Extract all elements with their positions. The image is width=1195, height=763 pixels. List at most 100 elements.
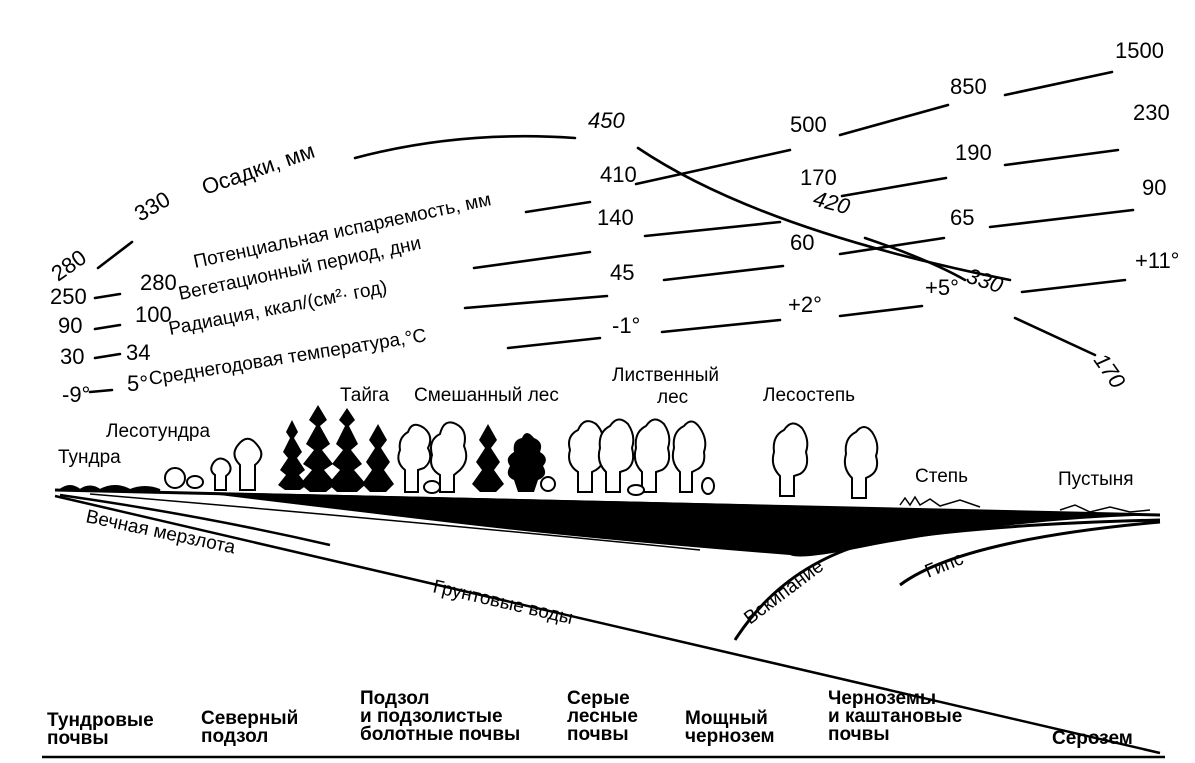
evaporation-line [634, 148, 792, 186]
permafrost-label: Вечная мерзлота [84, 506, 238, 558]
deciduous-tree-icon [843, 426, 879, 499]
evaporation-value: 280 [140, 270, 177, 295]
zone-taiga: Тайга [340, 385, 389, 406]
vegetation-line [840, 176, 948, 198]
soil-tundra: Тундровые почвы [47, 710, 154, 749]
groundwater-label: Грунтовые воды [431, 576, 575, 629]
zone-forest-steppe: Лесостепь [763, 385, 855, 406]
precipitation-line [353, 134, 577, 160]
temperature-line [506, 336, 602, 350]
parameter-lines [88, 70, 1135, 394]
vegetation [57, 405, 1151, 513]
zone-forest-tundra: Лесотундра [106, 421, 210, 442]
radiation-value: 45 [610, 260, 634, 285]
shrub-icon [627, 484, 645, 496]
shrub-icon [701, 477, 715, 495]
radiation-line [463, 294, 609, 310]
vegetation-value: 230 [1133, 100, 1170, 125]
deciduous-tree-icon [210, 457, 232, 491]
evaporation-value: 410 [600, 162, 637, 187]
shrub-icon [57, 485, 161, 492]
spruce-tree-icon [300, 405, 336, 492]
radiation-value: 34 [126, 340, 150, 365]
precipitation-value: 500 [790, 112, 827, 137]
evaporation-line [863, 236, 967, 282]
vegetation-line [643, 220, 782, 238]
soil-grey-forest: Серые лесные почвы [567, 688, 638, 745]
precipitation-value: 450 [588, 108, 625, 133]
ground-profile [42, 488, 1165, 759]
precipitation-line [636, 146, 1012, 282]
gypsum-line [899, 520, 1161, 587]
vegetation-line [472, 250, 592, 270]
shrub-icon [186, 475, 204, 489]
radiation-line [988, 208, 1135, 229]
deciduous-tree-icon [397, 423, 432, 493]
radiation-line [838, 236, 946, 256]
effervescence-line [733, 518, 1161, 641]
radiation-value: 65 [950, 205, 974, 230]
spruce-tree-icon [328, 408, 366, 492]
deciduous-tree-icon [771, 422, 809, 497]
radiation-value: 60 [790, 230, 814, 255]
zone-tundra: Тундра [58, 447, 121, 468]
left-tick [93, 292, 122, 300]
vegetation-value: 190 [955, 140, 992, 165]
vegetation-value: 170 [800, 165, 837, 190]
deciduous-tree-icon [233, 437, 263, 491]
vegetation-value: 100 [135, 302, 172, 327]
precipitation-line [838, 103, 950, 137]
soil-podzol: Подзол и подзолистые болотные почвы [360, 688, 521, 745]
evaporation-line [1013, 316, 1097, 357]
grass-icon [899, 495, 981, 508]
humus-horizon [195, 492, 1160, 557]
radiation-value: 90 [1142, 175, 1166, 200]
temperature-line [1020, 278, 1127, 294]
soil-chernozem: Мощный чернозем [685, 708, 775, 747]
spruce-tree-icon [362, 424, 394, 492]
zone-deciduous-line1: Лиственный [612, 365, 719, 386]
humus-underside [89, 493, 701, 551]
temperature-value: -9° [62, 382, 90, 407]
left-tick [88, 388, 114, 394]
radiation-line [662, 264, 785, 282]
precipitation-line [96, 240, 134, 270]
spruce-tree-icon [278, 420, 307, 490]
radiation-value: 30 [60, 344, 84, 369]
deciduous-tree-icon [430, 421, 468, 493]
precipitation-value: 1500 [1115, 38, 1164, 63]
deciduous-tree-icon [597, 418, 635, 493]
deciduous-tree-icon [633, 418, 671, 493]
deciduous-tree-icon [671, 420, 707, 493]
evaporation-line [524, 200, 592, 214]
temperature-line [838, 304, 924, 318]
zone-steppe: Степь [915, 466, 968, 487]
parameter-labels: Осадки, мм Потенциальная испаряемость, м… [147, 138, 493, 390]
shrub-icon [164, 467, 186, 489]
spruce-tree-icon [472, 424, 504, 492]
shrub-icon [540, 476, 556, 492]
precipitation-value: 330 [130, 186, 174, 226]
conifer-trees [278, 405, 546, 492]
zone-deciduous-forest: Лиственный лес [612, 365, 724, 408]
vegetation-value: 140 [597, 205, 634, 230]
zone-mixed-forest: Смешанный лес [414, 385, 559, 406]
vegetation-value: 90 [58, 313, 82, 338]
grass-icon [1059, 504, 1151, 513]
zone-deciduous-line2: лес [657, 387, 688, 408]
soil-northern-podzol: Северный подзол [201, 708, 299, 747]
precipitation-value: 850 [950, 74, 987, 99]
zone-labels: Тундра Лесотундра Тайга Смешанный лес Ли… [58, 365, 1134, 490]
temperature-value: +2° [788, 292, 822, 317]
effervescence-label: Вскипание [740, 556, 827, 629]
groundwater-line [54, 494, 1161, 755]
soil-chernozem-chestnut: Черноземы и каштановые почвы [828, 688, 963, 745]
evaporation-value: 250 [50, 284, 87, 309]
permafrost-line [59, 493, 331, 547]
evaporation-value: 420 [811, 186, 854, 220]
soil-serozem: Серозем [1052, 728, 1133, 749]
pine-tree-icon [507, 433, 546, 492]
precipitation-label: Осадки, мм [198, 138, 317, 200]
